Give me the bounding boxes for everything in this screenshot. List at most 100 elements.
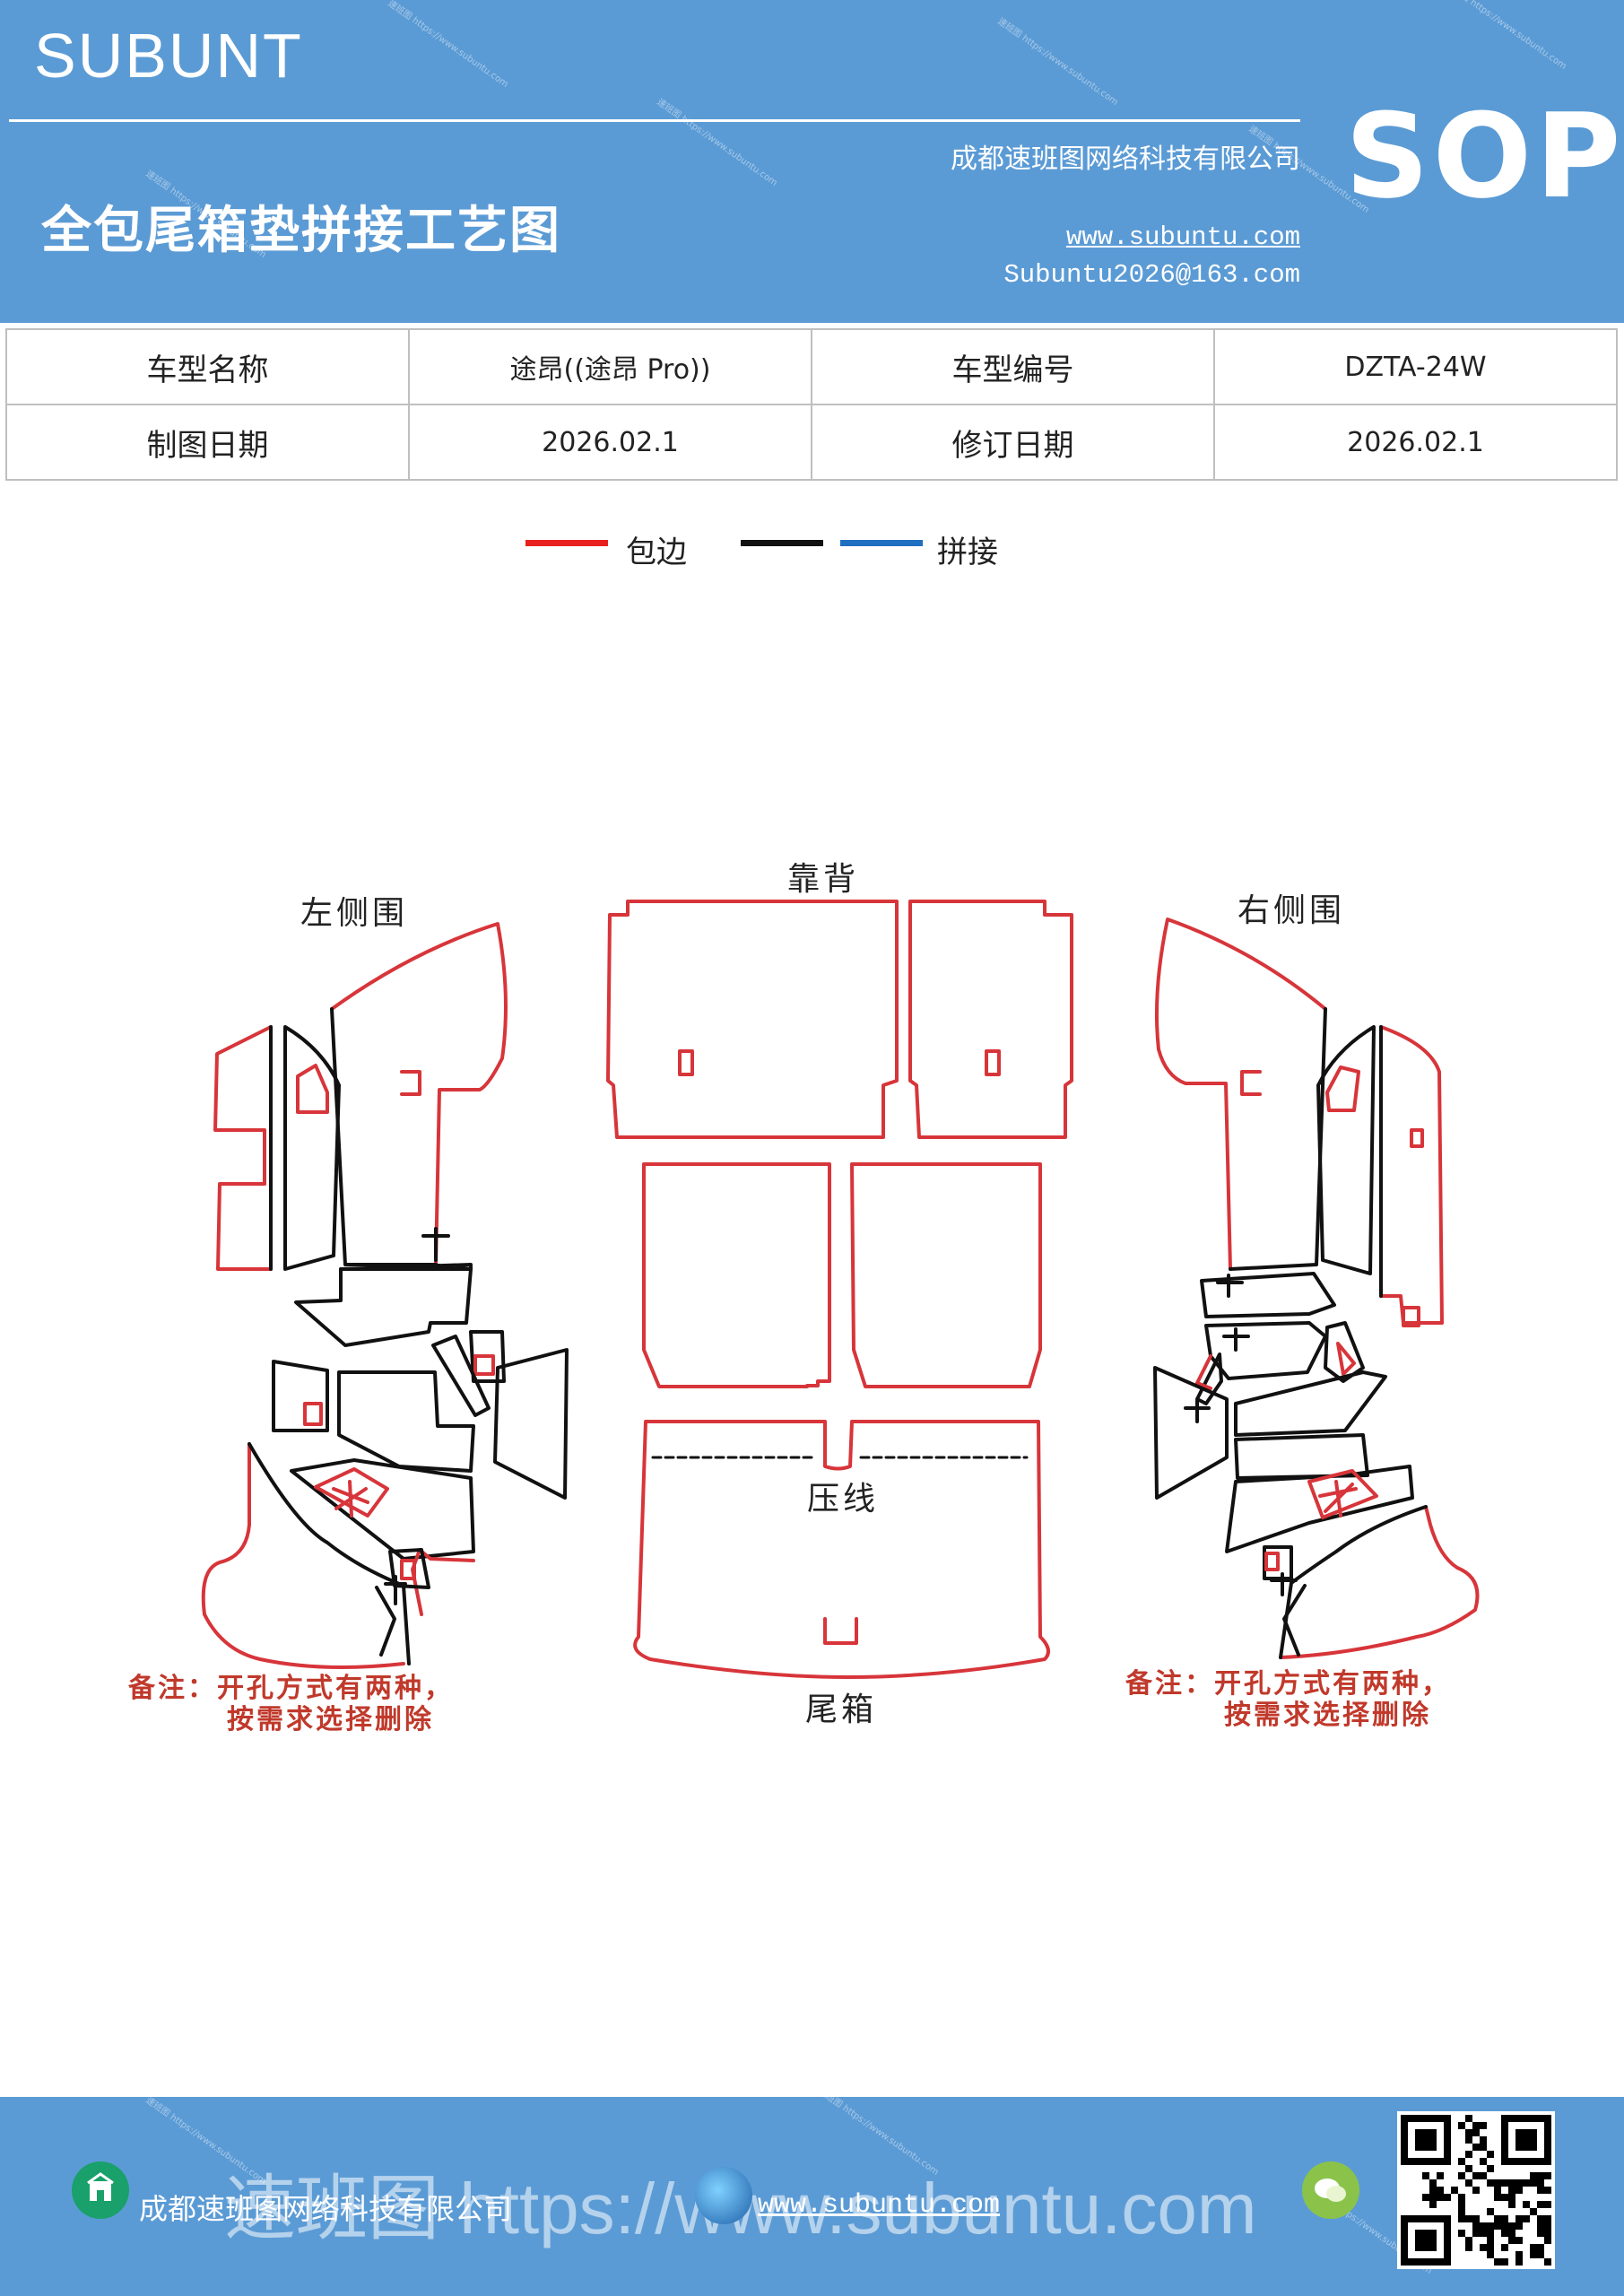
watermark: 速班图 https://www.subuntu.com <box>655 97 779 188</box>
left-vent-mark <box>332 1480 369 1518</box>
brand-logo-text: SUBUNT <box>34 21 303 91</box>
right-mid-piece-2 <box>1204 1321 1327 1380</box>
note-right-line1: 备注：开孔方式有两种， <box>1125 1668 1451 1700</box>
right-bottom-seam <box>1279 1505 1428 1659</box>
left-splice-mark-2 <box>384 1575 407 1605</box>
label-crease: 压线 <box>807 1481 879 1518</box>
seat-panels-group <box>642 1162 1042 1388</box>
right-splice-mark-3 <box>1184 1399 1211 1423</box>
left-upper-panel <box>330 922 508 1266</box>
left-pillar-panel <box>283 1025 341 1271</box>
right-splice-mark-4 <box>1270 1572 1298 1596</box>
header-divider <box>9 119 1300 122</box>
left-pillar-window <box>296 1064 329 1114</box>
footer-website-link[interactable]: www.subuntu.com <box>758 2190 1001 2221</box>
trunk-notch <box>823 1617 858 1645</box>
table-label: 制图日期 <box>5 404 410 481</box>
left-upper-seam <box>330 1007 438 1266</box>
right-lower-panel-a <box>1153 1366 1229 1500</box>
right-upper-seam <box>1229 1007 1327 1271</box>
right-splice-mark-2 <box>1222 1327 1250 1352</box>
left-lower-panel-b <box>337 1370 475 1473</box>
label-trunk: 尾箱 <box>805 1692 877 1728</box>
qr-code[interactable] <box>1397 2111 1555 2269</box>
backrest-group <box>606 900 1073 1139</box>
left-lower-panel-c <box>493 1348 569 1500</box>
table-value: 2026.02.1 <box>1213 404 1618 481</box>
globe-icon <box>695 2167 752 2224</box>
company-name: 成都速班图网络科技有限公司 <box>951 144 1300 175</box>
right-clip-hole <box>1336 1342 1356 1376</box>
building-icon <box>72 2161 129 2219</box>
right-ventilation-box <box>1307 1469 1378 1519</box>
right-lower-panel-c <box>1234 1433 1369 1480</box>
right-splice-mark <box>1216 1274 1244 1298</box>
backrest-left-hole <box>678 1049 694 1076</box>
right-mid-piece-1 <box>1200 1272 1336 1318</box>
label-left-side: 左侧围 <box>300 895 408 932</box>
right-side-panel-group <box>1153 918 1480 1659</box>
right-clip-mark <box>1240 1070 1262 1096</box>
legend-swatch-edge <box>525 540 608 546</box>
info-table: 车型名称 途昂((途昂 Pro)) 车型编号 DZTA-24W 制图日期 202… <box>5 328 1618 481</box>
seat-right-panel <box>850 1162 1042 1388</box>
right-pillar-panel <box>1316 1025 1376 1275</box>
backrest-right-hole <box>985 1049 1001 1076</box>
left-ventilation-panel <box>290 1458 475 1561</box>
right-lower-panel-b <box>1234 1370 1387 1437</box>
right-outer-panel <box>1379 1025 1444 1325</box>
footer-company: 成都速班图网络科技有限公司 <box>139 2192 513 2226</box>
right-pillar-window <box>1325 1065 1360 1112</box>
label-right-side: 右侧围 <box>1238 892 1345 929</box>
right-upper-panel <box>1154 918 1327 1271</box>
left-outer-panel <box>213 1025 273 1271</box>
right-ventilation-panel <box>1225 1465 1414 1553</box>
legend-swatch-black <box>741 540 823 546</box>
right-vent-mark <box>1318 1480 1358 1518</box>
left-corner-seam <box>388 1548 430 1589</box>
trunk-panel <box>633 1420 1050 1679</box>
left-side-panel-group <box>201 922 569 1669</box>
legend: 包边 拼接 <box>0 520 1624 574</box>
footer-banner: 速班图 https://www.subuntu.com 速班图 https://… <box>0 2097 1624 2296</box>
table-value: 途昂((途昂 Pro)) <box>408 328 812 405</box>
left-clip-hole <box>473 1354 495 1376</box>
backrest-right-panel <box>908 900 1073 1139</box>
table-label: 车型编号 <box>811 328 1215 405</box>
left-bottom-panel <box>201 1442 405 1669</box>
right-outer-hole <box>1410 1128 1424 1148</box>
table-label: 修订日期 <box>811 404 1215 481</box>
left-wedge-piece <box>431 1335 491 1417</box>
left-splice-mark <box>421 1227 450 1262</box>
left-bottom-seam-2 <box>375 1586 396 1657</box>
note-left-line2: 按需求选择删除 <box>227 1704 434 1735</box>
email-address[interactable]: Subuntu2026@163.com <box>1003 260 1300 290</box>
left-mid-piece-1 <box>339 1263 473 1271</box>
note-left-line1: 备注：开孔方式有两种， <box>128 1673 454 1704</box>
table-row: 车型名称 途昂((途昂 Pro)) 车型编号 DZTA-24W <box>5 328 1618 405</box>
table-row: 制图日期 2026.02.1 修订日期 2026.02.1 <box>5 404 1618 481</box>
right-corner-hole <box>1264 1552 1280 1571</box>
left-clip-mark <box>400 1070 421 1096</box>
backrest-left-panel <box>606 900 899 1139</box>
legend-label-edge: 包边 <box>626 535 687 570</box>
table-value: 2026.02.1 <box>408 404 812 481</box>
trunk-group <box>633 1420 1050 1679</box>
note-right-line2: 按需求选择删除 <box>1224 1700 1431 1731</box>
table-label: 车型名称 <box>5 328 410 405</box>
left-corner-hole <box>400 1559 416 1580</box>
right-outer-hole-2 <box>1402 1306 1420 1327</box>
watermark: 速班图 https://www.subuntu.com <box>995 16 1120 108</box>
right-wedge-edge <box>1195 1354 1212 1390</box>
left-clip-piece <box>469 1330 506 1383</box>
legend-swatch-seam <box>840 540 923 546</box>
watermark: 速班图 https://www.subuntu.com <box>386 0 510 90</box>
wechat-icon <box>1302 2161 1359 2219</box>
website-link[interactable]: www.subuntu.com <box>1065 222 1300 252</box>
header-banner: 速班图 https://www.subuntu.com 速班图 https://… <box>0 0 1624 323</box>
legend-label-seam: 拼接 <box>937 535 998 570</box>
page-title: 全包尾箱垫拼接工艺图 <box>41 201 561 260</box>
table-value: DZTA-24W <box>1213 328 1618 405</box>
sop-badge: SOP <box>1345 88 1624 224</box>
left-lower-panel-a <box>272 1360 329 1432</box>
